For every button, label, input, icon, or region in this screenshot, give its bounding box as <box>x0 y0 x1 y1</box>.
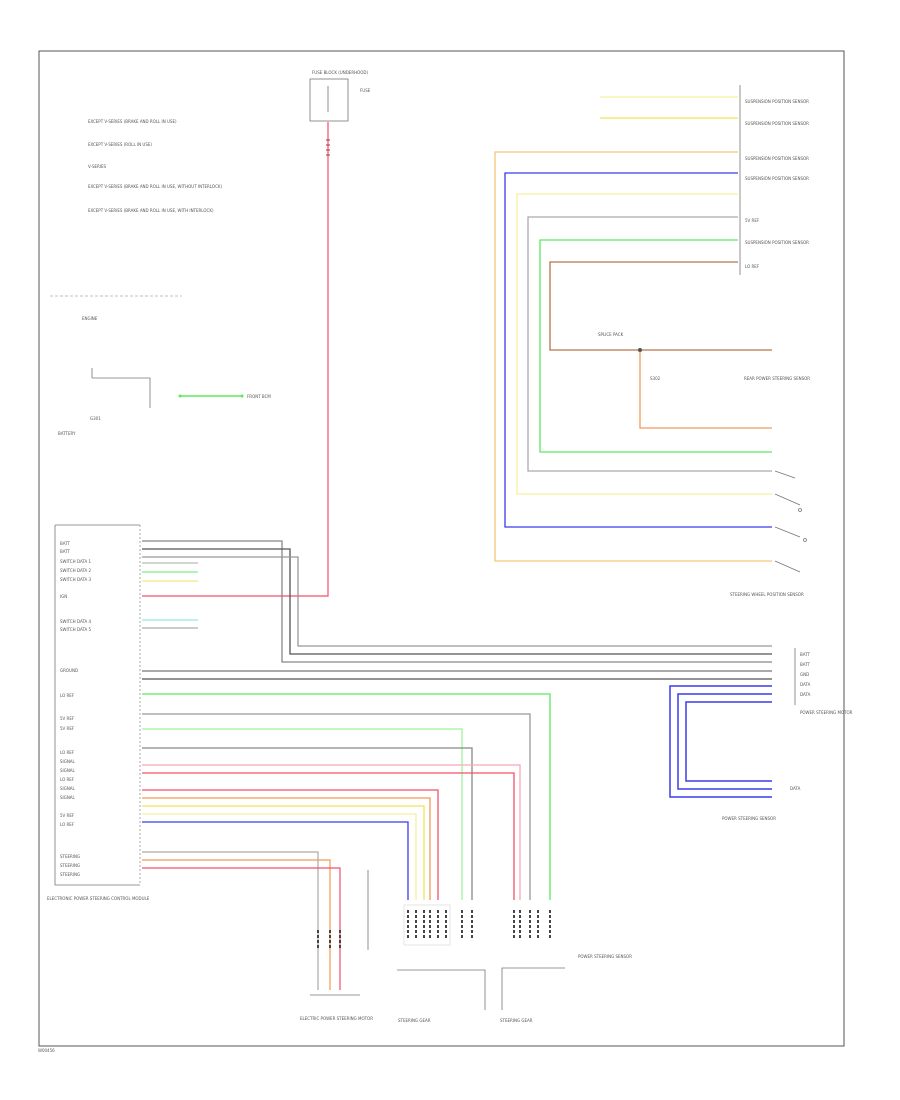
battery-label: BATTERY <box>58 431 76 436</box>
rear-sensor-label: REAR POWER STEERING SENSOR <box>744 376 810 381</box>
note-2: EXCEPT V-SERIES (ROLL IN USE) <box>88 142 152 147</box>
pin-label: SIGNAL <box>60 795 76 800</box>
pin-label: SWITCH DATA 2 <box>60 568 92 573</box>
diagram-frame <box>38 50 845 1047</box>
steering-sensor-label: STEERING WHEEL POSITION SENSOR <box>730 592 804 597</box>
gear-label-2: STEERING GEAR <box>500 1018 533 1023</box>
pin-label: SWITCH DATA 5 <box>60 627 92 632</box>
splice-id: S302 <box>650 376 661 381</box>
pin-label: GROUND <box>60 668 78 673</box>
lower-harness <box>142 693 551 990</box>
wire-red-ign <box>142 122 329 597</box>
svg-text:BATT: BATT <box>800 662 811 667</box>
ground-switch: ENGINE G301 <box>82 316 151 421</box>
note-4: EXCEPT V-SERIES (BRAKE AND ROLL IN USE, … <box>88 184 222 189</box>
right-switches <box>774 470 807 573</box>
fuse-block-label: FUSE BLOCK (UNDERHOOD) <box>312 70 368 75</box>
svg-text:ENGINE: ENGINE <box>82 316 98 321</box>
note-5: EXCEPT V-SERIES (BRAKE AND ROLL IN USE, … <box>88 208 214 213</box>
pin-label: SIGNAL <box>60 768 76 773</box>
tcm-label: FRONT BCM <box>247 394 271 399</box>
module-output-wires <box>142 540 772 680</box>
pin-label: 5V REF <box>60 726 75 731</box>
motor-component: ELECTRIC POWER STEERING MOTOR <box>300 870 373 1021</box>
fuse-note: FUSE <box>360 88 371 93</box>
top-right-wires <box>494 96 772 562</box>
pin-label: STEERING <box>60 863 80 868</box>
pin-label: LO REF <box>60 777 75 782</box>
svg-text:DATA: DATA <box>800 692 811 697</box>
sensor-label: 5V REF <box>745 218 760 223</box>
connector-side-label: POWER STEERING SENSOR <box>578 954 632 959</box>
notes-block: EXCEPT V-SERIES (BRAKE AND ROLL IN USE) … <box>88 119 222 213</box>
lower-right-label: POWER STEERING SENSOR <box>722 816 776 821</box>
pin-label: STEERING <box>60 854 80 859</box>
pin-label: LO REF <box>60 750 75 755</box>
svg-text:G301: G301 <box>90 416 101 421</box>
sensor-label: SUSPENSION POSITION SENSOR <box>745 156 809 161</box>
module-pin-labels: BATT BATT SWITCH DATA 1 SWITCH DATA 2 SW… <box>60 541 92 877</box>
blue-data-loop <box>669 685 772 798</box>
sensor-label: SUSPENSION POSITION SENSOR <box>745 99 809 104</box>
page-id: W00456 <box>38 1048 55 1053</box>
pin-label: SWITCH DATA 3 <box>60 577 92 582</box>
gear-component-1: STEERING GEAR <box>397 969 486 1023</box>
gear-label-1: STEERING GEAR <box>398 1018 431 1023</box>
lower-connector-pins <box>317 904 551 950</box>
pin-label: 5V REF <box>60 813 75 818</box>
module-stub-wires <box>142 562 198 629</box>
pin-label: LO REF <box>60 693 75 698</box>
top-right-connector: SUSPENSION POSITION SENSOR SUSPENSION PO… <box>739 85 809 275</box>
splice-label: SPLICE PACK <box>598 332 624 337</box>
pin-label: SWITCH DATA 4 <box>60 619 92 624</box>
sensor-label: SUSPENSION POSITION SENSOR <box>745 121 809 126</box>
pin-label: SIGNAL <box>60 759 76 764</box>
motor-label: ELECTRIC POWER STEERING MOTOR <box>300 1016 373 1021</box>
pin-label: 5V REF <box>60 716 75 721</box>
lower-right-pin: DATA <box>790 786 801 791</box>
sensor-label: SUSPENSION POSITION SENSOR <box>745 240 809 245</box>
pin-label: SWITCH DATA 1 <box>60 559 92 564</box>
sensor-label: SUSPENSION POSITION SENSOR <box>745 176 809 181</box>
pin-label: LO REF <box>60 822 75 827</box>
note-1: EXCEPT V-SERIES (BRAKE AND ROLL IN USE) <box>88 119 177 124</box>
motor-right-label: POWER STEERING MOTOR <box>800 710 853 715</box>
splice-dot <box>638 348 642 352</box>
pin-label: SIGNAL <box>60 786 76 791</box>
pin-label: BATT <box>60 541 71 546</box>
svg-text:DATA: DATA <box>800 682 811 687</box>
module-label: ELECTRONIC POWER STEERING CONTROL MODULE <box>47 896 150 901</box>
fuse-block: FUSE BLOCK (UNDERHOOD) FUSE <box>309 70 371 122</box>
note-3: V-SERIES <box>88 164 106 169</box>
pin-label: BATT <box>60 549 71 554</box>
right-mid-connector: BATT BATT GND DATA DATA POWER STEERING M… <box>794 648 853 715</box>
sensor-label: LO REF <box>745 264 760 269</box>
control-module: ELECTRONIC POWER STEERING CONTROL MODULE <box>47 524 150 901</box>
svg-text:BATT: BATT <box>800 652 811 657</box>
svg-text:GND: GND <box>800 672 809 677</box>
pin-label: IGN <box>60 594 67 599</box>
pin-label: STEERING <box>60 872 80 877</box>
gear-component-2: STEERING GEAR POWER STEERING SENSOR <box>500 954 632 1023</box>
